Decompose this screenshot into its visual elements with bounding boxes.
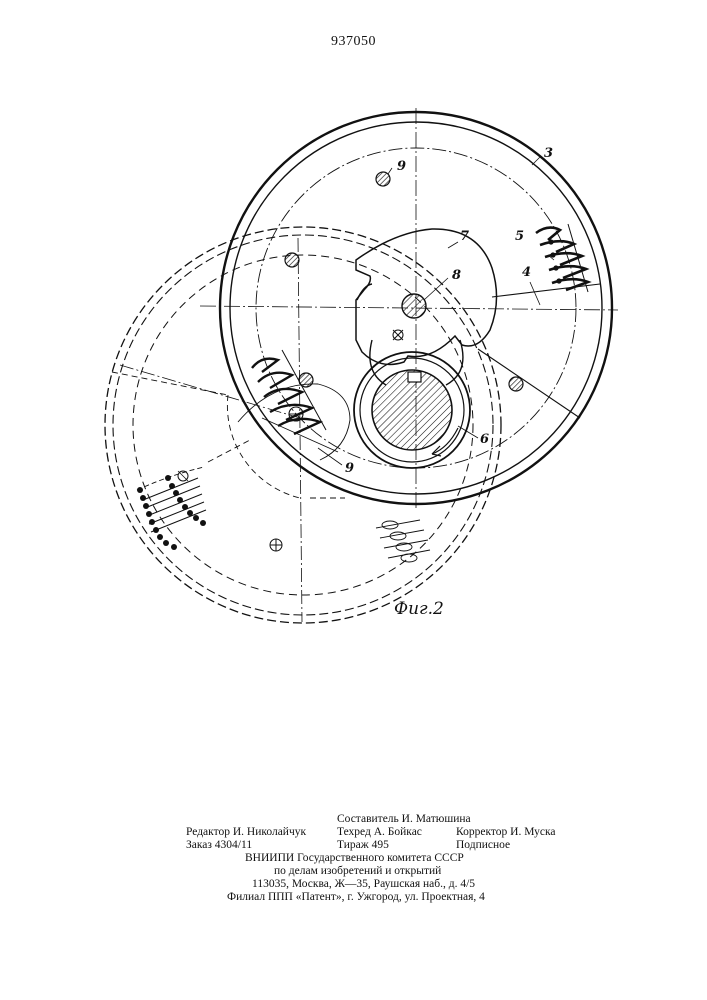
pin-9-top	[376, 172, 390, 186]
imprint-order: Заказ 4304/11	[186, 839, 252, 852]
label-4: 4	[522, 265, 531, 280]
imprint-org-line2: по делам изобретений и открытий	[274, 865, 441, 878]
imprint-circulation: Тираж 495	[337, 839, 389, 852]
pin-right	[509, 377, 523, 391]
rotated-disk-small-spring	[376, 520, 430, 562]
rotated-disk-pin	[270, 539, 282, 551]
imprint-branch: Филиал ППП «Патент», г. Ужгород, ул. Про…	[227, 891, 485, 904]
imprint-org-line1: ВНИИПИ Государственного комитета СССР	[245, 852, 464, 865]
rotated-disk-lever	[112, 372, 345, 498]
rotated-disk-spring	[137, 467, 206, 550]
imprint-subscription: Подписное	[456, 839, 510, 852]
imprint-techred: Техред А. Бойкас	[337, 826, 422, 839]
pin-left-upper	[285, 253, 299, 267]
imprint-address: 113035, Москва, Ж—35, Раушская наб., д. …	[252, 878, 475, 891]
label-9-lower: 9	[345, 461, 354, 476]
imprint-corrector: Корректор И. Муска	[456, 826, 556, 839]
spring-left-lower	[252, 350, 326, 434]
figure-caption: Фиг.2	[394, 599, 444, 619]
cam-7	[356, 229, 497, 364]
small-pin-center	[393, 330, 403, 340]
label-7: 7	[460, 229, 469, 244]
label-9-top: 9	[397, 159, 406, 174]
label-5: 5	[515, 229, 524, 244]
label-3: 3	[544, 146, 553, 161]
label-6: 6	[480, 432, 489, 447]
label-8: 8	[452, 268, 461, 283]
imprint-editor: Редактор И. Николайчук	[186, 826, 306, 839]
shaft-8	[402, 294, 426, 318]
imprint-compiler: Составитель И. Матюшина	[337, 813, 471, 826]
spring-5	[536, 224, 588, 292]
wheel-6	[354, 352, 470, 468]
